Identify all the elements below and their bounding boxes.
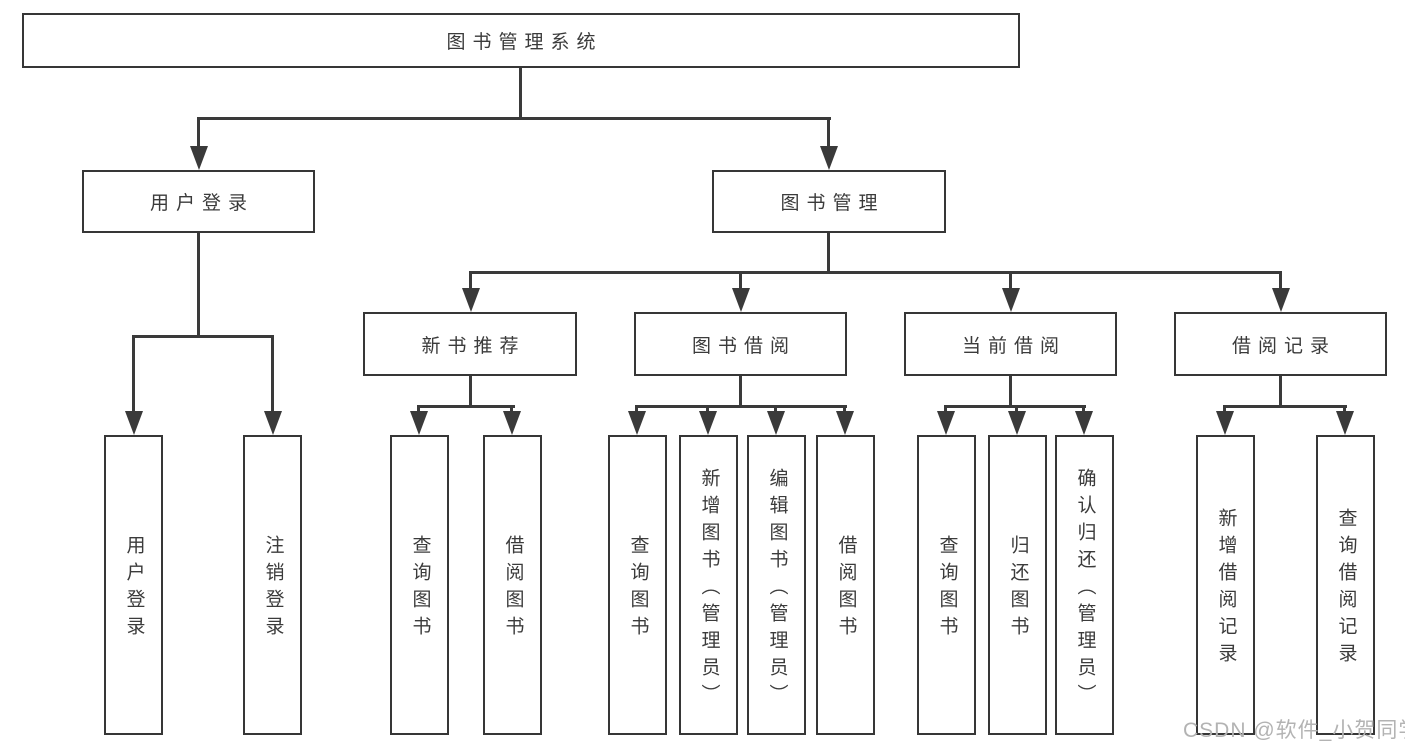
connector-new-book-recommend-stem bbox=[469, 376, 472, 408]
node-label: 借阅记录 bbox=[1231, 335, 1336, 357]
connector-user-login-stem bbox=[197, 233, 200, 338]
node-cb-confirm-return: 确认归还（管理员） bbox=[1055, 435, 1114, 735]
node-label: 查询图书 bbox=[627, 535, 649, 643]
node-current-borrowing: 当前借阅 bbox=[904, 312, 1117, 376]
connector-root-bar bbox=[197, 117, 831, 120]
arrow-to-book-borrowing bbox=[732, 271, 750, 312]
node-bb-edit-books: 编辑图书（管理员） bbox=[747, 435, 806, 735]
node-label: 新增借阅记录 bbox=[1215, 508, 1237, 670]
node-user-login: 用户登录 bbox=[82, 170, 315, 233]
connector-new-book-recommend-bar bbox=[418, 405, 515, 408]
arrow-to-br-query-record bbox=[1336, 405, 1354, 435]
connector-book-management-bar bbox=[469, 271, 1282, 274]
node-new-book-recommend: 新书推荐 bbox=[363, 312, 577, 376]
node-label: 借阅图书 bbox=[502, 535, 524, 643]
node-label: 当前借阅 bbox=[961, 335, 1066, 357]
connector-user-login-bar bbox=[132, 335, 274, 338]
node-label: 查询借阅记录 bbox=[1335, 508, 1357, 670]
arrow-to-login-leaf bbox=[125, 335, 143, 435]
arrow-to-nb-borrow-books bbox=[503, 405, 521, 435]
arrow-to-br-add-record bbox=[1216, 405, 1234, 435]
arrow-to-borrowing-records bbox=[1272, 271, 1290, 312]
node-label: 查询图书 bbox=[936, 535, 958, 643]
node-cb-return-books: 归还图书 bbox=[988, 435, 1047, 735]
node-nb-borrow-books: 借阅图书 bbox=[483, 435, 542, 735]
node-cb-query-books: 查询图书 bbox=[917, 435, 976, 735]
node-label: 借阅图书 bbox=[835, 535, 857, 643]
node-label: 新书推荐 bbox=[421, 335, 526, 357]
arrow-to-cb-return-books bbox=[1008, 405, 1026, 435]
node-label: 编辑图书（管理员） bbox=[766, 467, 788, 711]
node-nb-query-books: 查询图书 bbox=[390, 435, 449, 735]
csdn-watermark: CSDN @软件_小贺同学 bbox=[1183, 719, 1405, 742]
node-label: 确认归还（管理员） bbox=[1074, 467, 1096, 711]
node-library-management-system: 图书管理系统 bbox=[22, 13, 1020, 68]
arrow-to-cb-query-books bbox=[937, 405, 955, 435]
arrow-to-user-login bbox=[190, 117, 208, 170]
node-bb-add-books: 新增图书（管理员） bbox=[679, 435, 738, 735]
connector-book-borrowing-stem bbox=[739, 376, 742, 408]
arrow-to-new-book-recommend bbox=[462, 271, 480, 312]
node-label: 用户登录 bbox=[149, 193, 254, 214]
node-bb-query-books: 查询图书 bbox=[608, 435, 667, 735]
connector-current-borrowing-stem bbox=[1009, 376, 1012, 408]
node-bb-borrow-books: 借阅图书 bbox=[816, 435, 875, 735]
node-label: 图书管理 bbox=[780, 193, 885, 214]
arrow-to-bb-edit-books bbox=[767, 405, 785, 435]
connector-root-stem bbox=[519, 68, 522, 120]
node-br-query-record: 查询借阅记录 bbox=[1316, 435, 1375, 735]
arrow-to-bb-add-books bbox=[699, 405, 717, 435]
node-label: 新增图书（管理员） bbox=[698, 467, 720, 711]
connector-borrowing-records-bar bbox=[1224, 405, 1347, 408]
node-label: 用户登录 bbox=[123, 535, 145, 643]
node-book-borrowing: 图书借阅 bbox=[634, 312, 847, 376]
node-label: 图书管理系统 bbox=[446, 32, 603, 53]
arrow-to-logout-leaf bbox=[264, 335, 282, 435]
node-label: 注销登录 bbox=[262, 535, 284, 643]
arrow-to-cb-confirm-return bbox=[1075, 405, 1093, 435]
node-br-add-record: 新增借阅记录 bbox=[1196, 435, 1255, 735]
node-book-management: 图书管理 bbox=[712, 170, 946, 233]
arrow-to-current-borrowing bbox=[1002, 271, 1020, 312]
node-label: 图书借阅 bbox=[691, 335, 796, 357]
arrow-to-book-management bbox=[820, 117, 838, 170]
connector-book-management-stem bbox=[827, 233, 830, 274]
node-label: 归还图书 bbox=[1007, 535, 1029, 643]
connector-borrowing-records-stem bbox=[1279, 376, 1282, 408]
arrow-to-bb-borrow-books bbox=[836, 405, 854, 435]
node-label: 查询图书 bbox=[409, 535, 431, 643]
node-login: 用户登录 bbox=[104, 435, 163, 735]
node-borrowing-records: 借阅记录 bbox=[1174, 312, 1387, 376]
arrow-to-nb-query-books bbox=[410, 405, 428, 435]
arrow-to-bb-query-books bbox=[628, 405, 646, 435]
node-logout: 注销登录 bbox=[243, 435, 302, 735]
connector-book-borrowing-bar bbox=[636, 405, 847, 408]
